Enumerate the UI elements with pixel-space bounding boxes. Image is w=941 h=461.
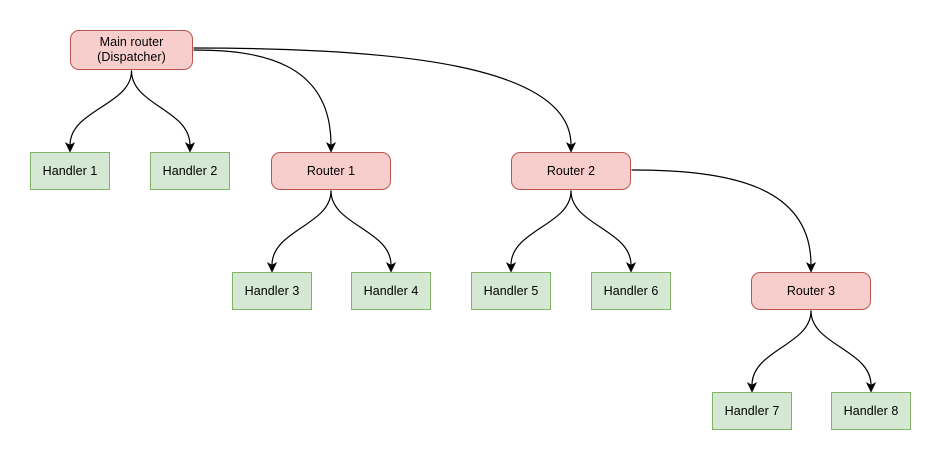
- node-handler-8[interactable]: Handler 8: [831, 392, 911, 430]
- node-handler-6[interactable]: Handler 6: [591, 272, 671, 310]
- edge-router-1-to-handler-3: [266, 190, 332, 273]
- edge-router-2-to-handler-6: [570, 190, 637, 273]
- node-handler-1[interactable]: Handler 1: [30, 152, 110, 190]
- edge-main-router-to-router-2: [193, 47, 577, 153]
- node-handler-2[interactable]: Handler 2: [150, 152, 230, 190]
- node-main-router[interactable]: Main router (Dispatcher): [70, 30, 193, 70]
- node-handler-4[interactable]: Handler 4: [351, 272, 431, 310]
- node-router-3[interactable]: Router 3: [751, 272, 871, 310]
- node-handler-5[interactable]: Handler 5: [471, 272, 551, 310]
- node-router-1[interactable]: Router 1: [271, 152, 391, 190]
- node-handler-7[interactable]: Handler 7: [712, 392, 792, 430]
- edge-router-3-to-handler-7: [746, 310, 812, 393]
- edge-router-2-to-handler-5: [505, 190, 572, 273]
- node-router-2[interactable]: Router 2: [511, 152, 631, 190]
- node-handler-3[interactable]: Handler 3: [232, 272, 312, 310]
- edge-main-router-to-router-1: [193, 49, 337, 153]
- edge-main-router-to-handler-1: [64, 70, 133, 153]
- edge-router-3-to-handler-8: [810, 310, 877, 393]
- edge-main-router-to-handler-2: [130, 70, 196, 153]
- edge-router-1-to-handler-4: [330, 190, 397, 273]
- edge-router-2-to-router-3: [631, 169, 817, 273]
